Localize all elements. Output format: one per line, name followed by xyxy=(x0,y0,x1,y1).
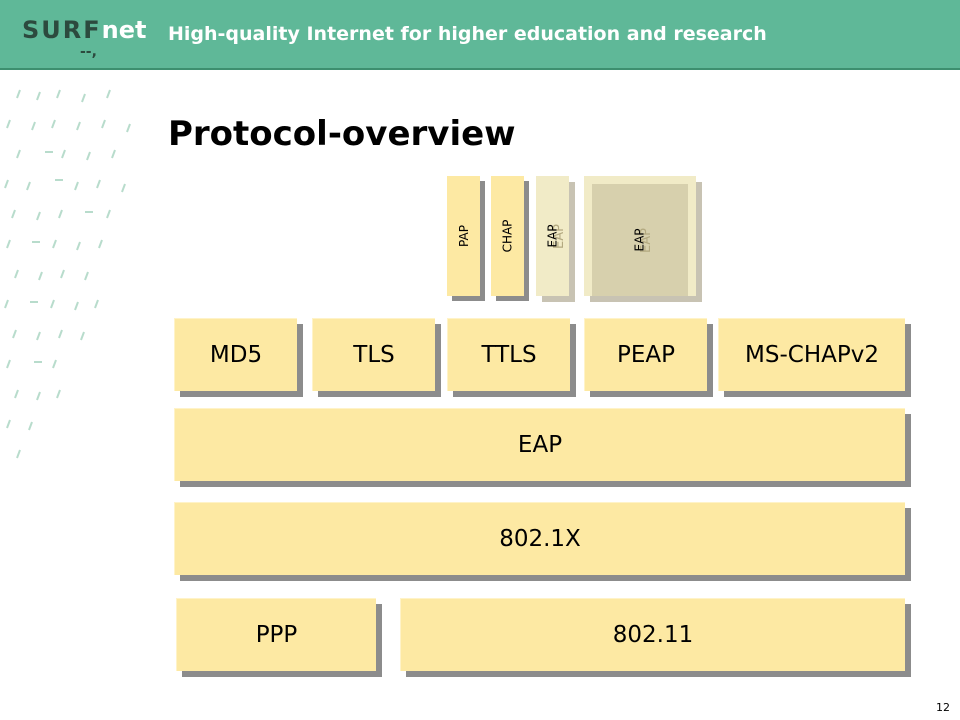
tls-label: TLS xyxy=(353,342,395,368)
ttls-label: TTLS xyxy=(481,342,537,368)
pap-label: PAP xyxy=(456,225,471,247)
inner-method-chap: CHAP xyxy=(491,176,524,296)
logo-mark: --, xyxy=(80,44,97,60)
header-rule xyxy=(0,68,960,70)
inner-method-eap-peap: EAP EAP xyxy=(584,176,696,296)
dot1x-label: 802.1X xyxy=(499,526,581,552)
md5-label: MD5 xyxy=(209,342,263,368)
method-mschapv2: MS-CHAPv2 xyxy=(718,318,905,391)
layer-eap: EAP xyxy=(174,408,905,481)
eap-peap-label: EAP xyxy=(633,228,647,252)
slide-title: Protocol-overview xyxy=(168,114,516,154)
method-peap: PEAP xyxy=(584,318,707,391)
eap-peap-inner-box: EAP EAP xyxy=(592,184,688,296)
peap-label: PEAP xyxy=(616,342,675,368)
header-tagline: High-quality Internet for higher educati… xyxy=(168,23,767,45)
layer-ppp: PPP xyxy=(176,598,376,671)
logo-net: net xyxy=(101,16,147,44)
method-md5: MD5 xyxy=(174,318,297,391)
chap-label: CHAP xyxy=(500,219,515,253)
page-number: 12 xyxy=(936,701,950,714)
ppp-label: PPP xyxy=(255,622,298,648)
eap-ttls-label: EAP xyxy=(545,224,560,248)
header-bar xyxy=(0,0,960,70)
inner-method-pap: PAP xyxy=(447,176,480,296)
surfnet-logo: SURFnet xyxy=(22,16,147,56)
method-tls: TLS xyxy=(312,318,435,391)
logo-surf: SURF xyxy=(22,16,102,44)
dot11-label: 802.11 xyxy=(612,622,694,648)
eap-label: EAP xyxy=(517,432,563,458)
decorative-dash-pattern xyxy=(4,89,131,459)
layer-802-1x: 802.1X xyxy=(174,502,905,575)
method-ttls: TTLS xyxy=(447,318,570,391)
inner-method-eap-ttls: EAP EAP xyxy=(536,176,569,296)
mschapv2-label: MS-CHAPv2 xyxy=(745,342,879,368)
layer-802-11: 802.11 xyxy=(400,598,905,671)
